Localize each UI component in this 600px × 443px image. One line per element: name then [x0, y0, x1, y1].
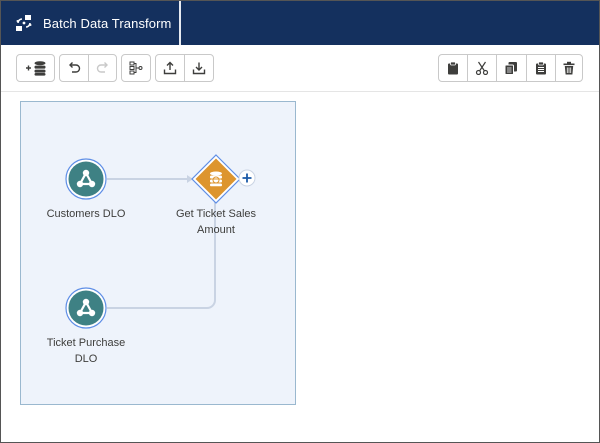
paste-button[interactable]: [527, 55, 556, 81]
upload-button[interactable]: [156, 55, 186, 81]
node-get-ticket-sales-amount[interactable]: [191, 154, 241, 204]
history-group: [59, 54, 117, 82]
upload-icon: [164, 61, 177, 75]
hierarchy-icon: [129, 61, 143, 75]
database-plus-icon: [25, 61, 45, 76]
label-line: Customers DLO: [46, 208, 126, 220]
add-node-button[interactable]: [238, 169, 256, 187]
cut-icon: [476, 61, 489, 75]
cut-button[interactable]: [468, 55, 498, 81]
label-line: Ticket Purchase: [46, 337, 126, 349]
database-icon: [210, 171, 222, 187]
redo-icon: [96, 62, 108, 73]
node-label-get-ticket-sales-amount: Get Ticket Sales Amount: [161, 206, 271, 238]
edit-group: [438, 54, 583, 82]
app-tab[interactable]: Batch Data Transform: [1, 1, 181, 45]
auto-layout-button[interactable]: [122, 55, 150, 81]
trash-icon: [563, 61, 575, 75]
app-header: Batch Data Transform: [1, 1, 599, 45]
data-lake-object-icon: [65, 158, 107, 200]
copy-icon: [504, 62, 518, 75]
edge-arrowhead: [187, 175, 193, 183]
layout-group: [121, 54, 151, 82]
edge-ticket-purchase-to-get-ticket-sales[interactable]: [107, 202, 216, 309]
download-icon: [193, 62, 206, 75]
label-line: DLO: [74, 353, 98, 365]
plus-icon: [238, 169, 256, 187]
delete-button[interactable]: [556, 55, 582, 81]
redo-button[interactable]: [89, 55, 116, 81]
node-label-ticket-purchase-dlo: Ticket Purchase DLO: [31, 335, 141, 367]
transform-canvas[interactable]: Customers DLO Ticket Purchase DLO: [20, 101, 296, 405]
paste-icon: [535, 61, 546, 75]
node-customers-dlo[interactable]: [65, 158, 107, 200]
edges-layer: [107, 175, 216, 309]
add-input-data-button[interactable]: [17, 55, 54, 81]
transform-diamond: [191, 154, 241, 204]
clipboard-icon: [448, 61, 459, 75]
app-title: Batch Data Transform: [43, 15, 172, 31]
clipboard-button[interactable]: [439, 55, 469, 81]
undo-button[interactable]: [60, 55, 90, 81]
add-data-group: [16, 54, 55, 82]
node-label-customers-dlo: Customers DLO: [31, 206, 141, 222]
label-line: Get Ticket Sales: [175, 208, 257, 220]
undo-icon: [69, 62, 81, 73]
data-lake-object-icon: [65, 287, 107, 329]
copy-button[interactable]: [497, 55, 527, 81]
download-button[interactable]: [185, 55, 213, 81]
transfer-group: [155, 54, 214, 82]
toolbar: [1, 45, 599, 92]
label-line: Amount: [197, 224, 235, 236]
transform-icon: [16, 15, 32, 31]
node-ticket-purchase-dlo[interactable]: [65, 287, 107, 329]
